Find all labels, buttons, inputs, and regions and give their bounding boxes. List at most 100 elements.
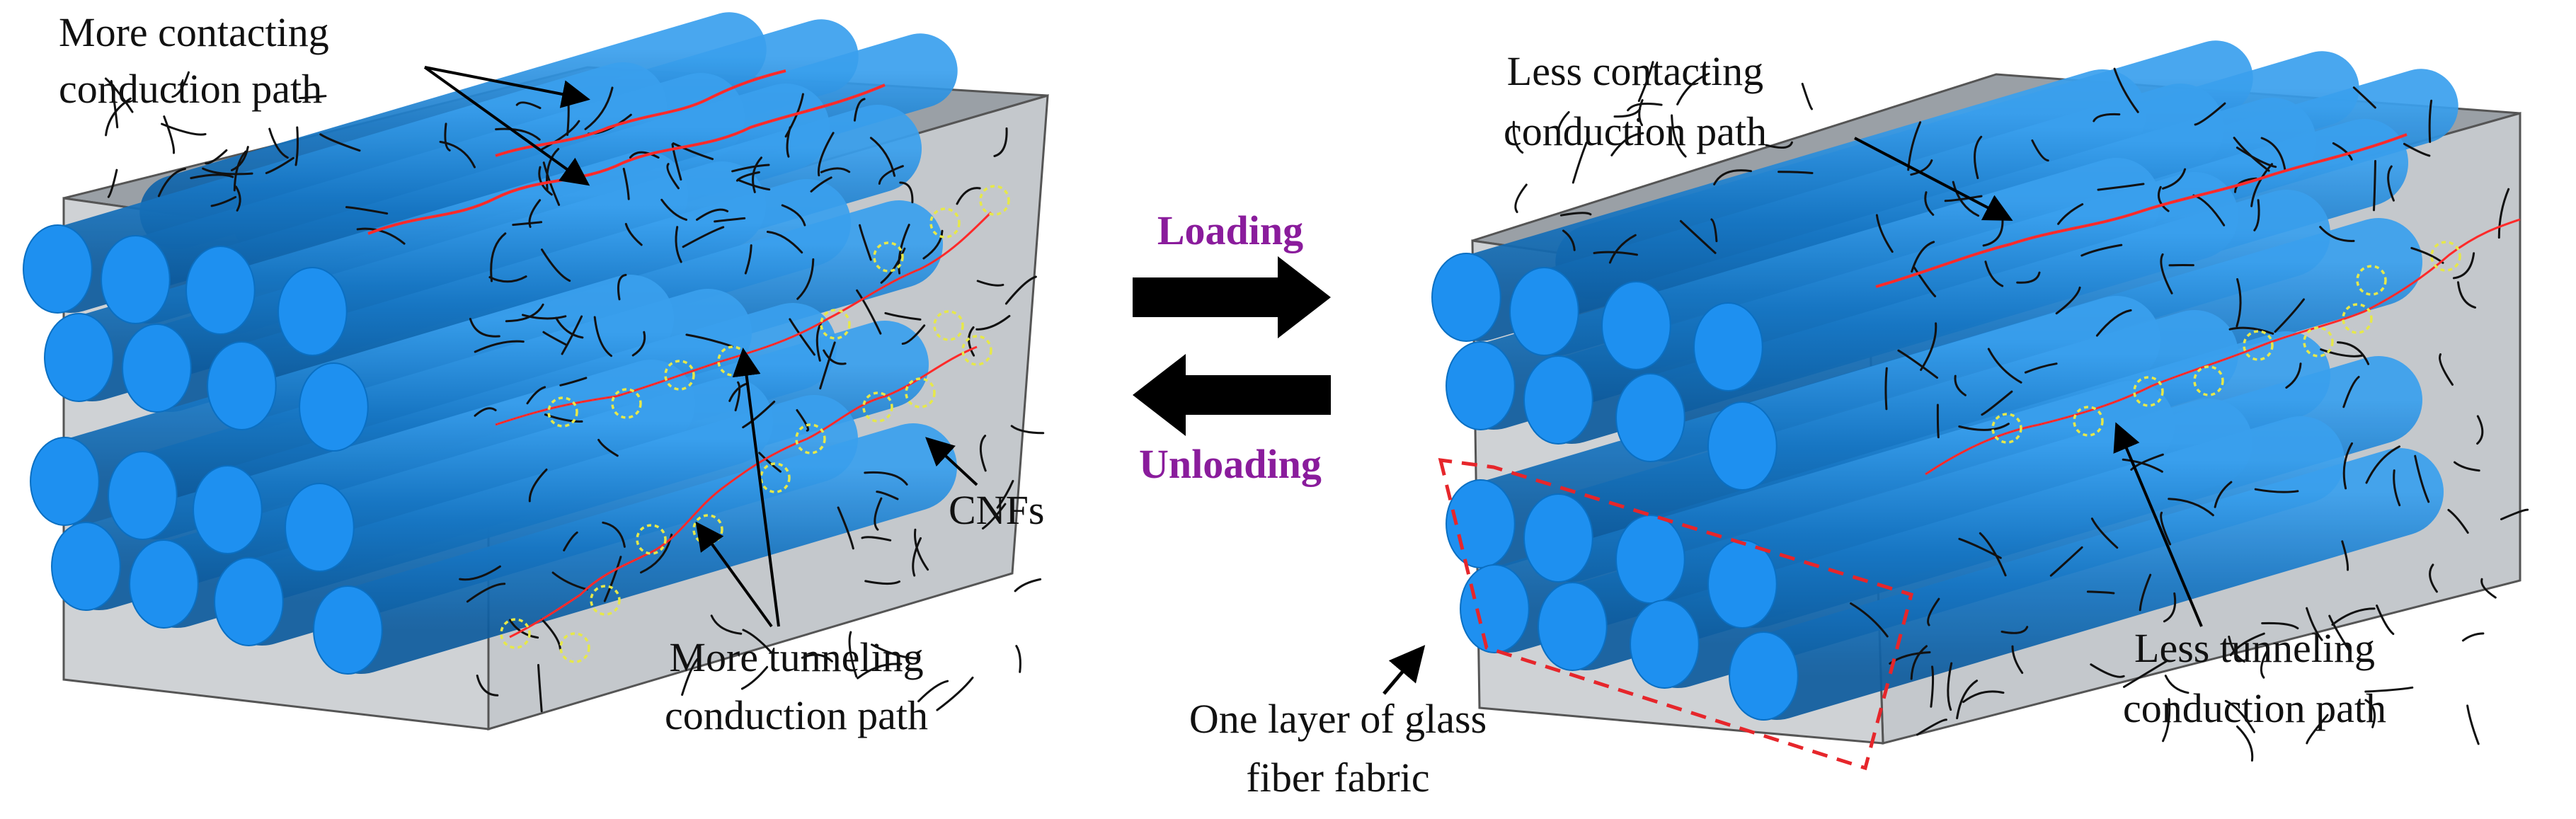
tunneling-gap-marker bbox=[961, 335, 992, 366]
cnf-fiber bbox=[682, 226, 725, 248]
cnf-fiber bbox=[205, 149, 228, 165]
fiber-end-face bbox=[1601, 281, 1671, 370]
cnf-fiber bbox=[2447, 508, 2469, 534]
fiber-end-face bbox=[108, 451, 178, 540]
cnf-fiber bbox=[742, 629, 772, 653]
cnf-fiber bbox=[563, 531, 578, 551]
cnf-fiber bbox=[2139, 573, 2152, 612]
cnf-fiber bbox=[1981, 390, 2013, 416]
fiber-end-face bbox=[1707, 539, 1778, 629]
tunneling-gap-marker bbox=[820, 309, 851, 340]
cnf-fiber bbox=[914, 528, 929, 571]
fiber-end-face bbox=[185, 246, 256, 335]
cnf-fiber bbox=[2236, 725, 2254, 762]
cnf-fiber bbox=[899, 181, 914, 204]
cnf-fiber bbox=[2466, 704, 2480, 745]
cnf-fiber bbox=[190, 173, 234, 180]
cnf-fiber bbox=[541, 120, 580, 151]
cnf-fiber bbox=[107, 168, 118, 198]
cnf-fiber bbox=[864, 471, 908, 486]
right-contacting-leader bbox=[1854, 137, 2013, 221]
cnf-fiber bbox=[1637, 61, 1654, 103]
cnf-fiber bbox=[2328, 614, 2351, 653]
left-contacting-path-1 bbox=[367, 84, 886, 235]
cnf-fiber bbox=[1924, 191, 1935, 216]
fiber-body bbox=[1528, 310, 2238, 582]
cnf-fiber bbox=[512, 221, 543, 227]
tunneling-gap-marker bbox=[873, 241, 904, 273]
cnf-fiber bbox=[1958, 423, 2010, 431]
cnf-fiber bbox=[537, 664, 543, 713]
fiber-end-face bbox=[23, 224, 93, 314]
layer-label-line1: One layer of glass bbox=[1189, 696, 1487, 742]
tunneling-gap-marker bbox=[500, 618, 531, 649]
cnf-fiber bbox=[2090, 663, 2125, 678]
cnf-fiber bbox=[1638, 99, 1644, 127]
fiber-end-face bbox=[1523, 493, 1593, 583]
fiber-end-face bbox=[1615, 373, 1685, 462]
cnf-fiber bbox=[2414, 454, 2430, 503]
cnf-fiber bbox=[1982, 219, 2004, 247]
cnf-fiber bbox=[488, 275, 527, 283]
cnf-fiber bbox=[864, 580, 900, 585]
cnf-fiber bbox=[2011, 645, 2024, 674]
cnf-fiber bbox=[2229, 632, 2265, 656]
cnf-fiber bbox=[2497, 188, 2510, 239]
cnf-fiber bbox=[996, 480, 1014, 509]
cnf-fiber bbox=[265, 156, 294, 174]
cnf-fiber bbox=[2016, 271, 2041, 284]
fiber-end-face bbox=[1707, 401, 1778, 491]
cnf-fiber bbox=[231, 146, 249, 171]
cnf-fiber bbox=[728, 382, 750, 402]
left-tunneling-path-upper bbox=[495, 211, 992, 426]
right-contacting-annotation: Less contacting conduction path bbox=[1504, 48, 2013, 221]
cnf-fiber bbox=[2376, 605, 2395, 635]
cnf-fiber bbox=[884, 311, 922, 321]
cnf-fiber bbox=[234, 185, 241, 212]
cnf-fiber bbox=[1014, 578, 1042, 592]
cnf-fiber bbox=[542, 331, 567, 346]
left-tunneling-leader-1 bbox=[695, 521, 773, 628]
cnf-fiber bbox=[1713, 169, 1752, 185]
cnf-fiber bbox=[2234, 177, 2257, 193]
cnf-fiber bbox=[584, 86, 614, 130]
cnf-fiber bbox=[922, 229, 944, 260]
cnf-fiber bbox=[1627, 103, 1663, 112]
cnf-fiber bbox=[876, 491, 899, 500]
cnf-fiber bbox=[210, 195, 237, 207]
cnf-fiber bbox=[2461, 632, 2485, 642]
cnf-fiber bbox=[2214, 481, 2233, 508]
cnf-fiber bbox=[1610, 132, 1644, 156]
cnf-fiber bbox=[2123, 660, 2168, 688]
fiber-end-face bbox=[1615, 515, 1685, 604]
layer-label-line2: fiber fabric bbox=[1246, 755, 1429, 801]
cnf-fiber bbox=[1920, 322, 1937, 371]
left-arrow-icon bbox=[1133, 354, 1331, 436]
cnf-fiber bbox=[2403, 142, 2431, 157]
cnf-fiber bbox=[559, 377, 588, 386]
tunneling-gap-marker bbox=[2073, 406, 2104, 437]
cnf-fiber bbox=[1884, 367, 1888, 411]
cnf-fiber bbox=[294, 126, 299, 166]
cnf-fiber bbox=[982, 503, 1007, 529]
cnf-fiber bbox=[2093, 113, 2121, 122]
unloading-indicator: Unloading bbox=[1133, 354, 1331, 487]
cnf-fiber bbox=[871, 643, 920, 660]
cnf-fiber bbox=[624, 222, 643, 246]
cnf-fiber bbox=[1671, 114, 1687, 158]
fiber-end-face bbox=[1446, 341, 1516, 430]
fiber-end-face bbox=[1460, 564, 1530, 653]
cnfs-leader bbox=[925, 437, 978, 486]
cnf-fiber bbox=[2352, 86, 2376, 109]
cnf-fiber bbox=[105, 97, 132, 137]
fiber-end-face bbox=[1693, 302, 1763, 391]
cnf-fiber bbox=[801, 653, 833, 663]
cnf-fiber bbox=[2164, 675, 2189, 694]
tunneling-gap-marker bbox=[862, 391, 893, 423]
cnf-fiber bbox=[522, 314, 567, 320]
fiber-body bbox=[317, 423, 957, 674]
cnf-fiber bbox=[2319, 226, 2355, 242]
cnf-fiber bbox=[856, 289, 882, 335]
tunneling-gap-marker bbox=[547, 396, 578, 428]
